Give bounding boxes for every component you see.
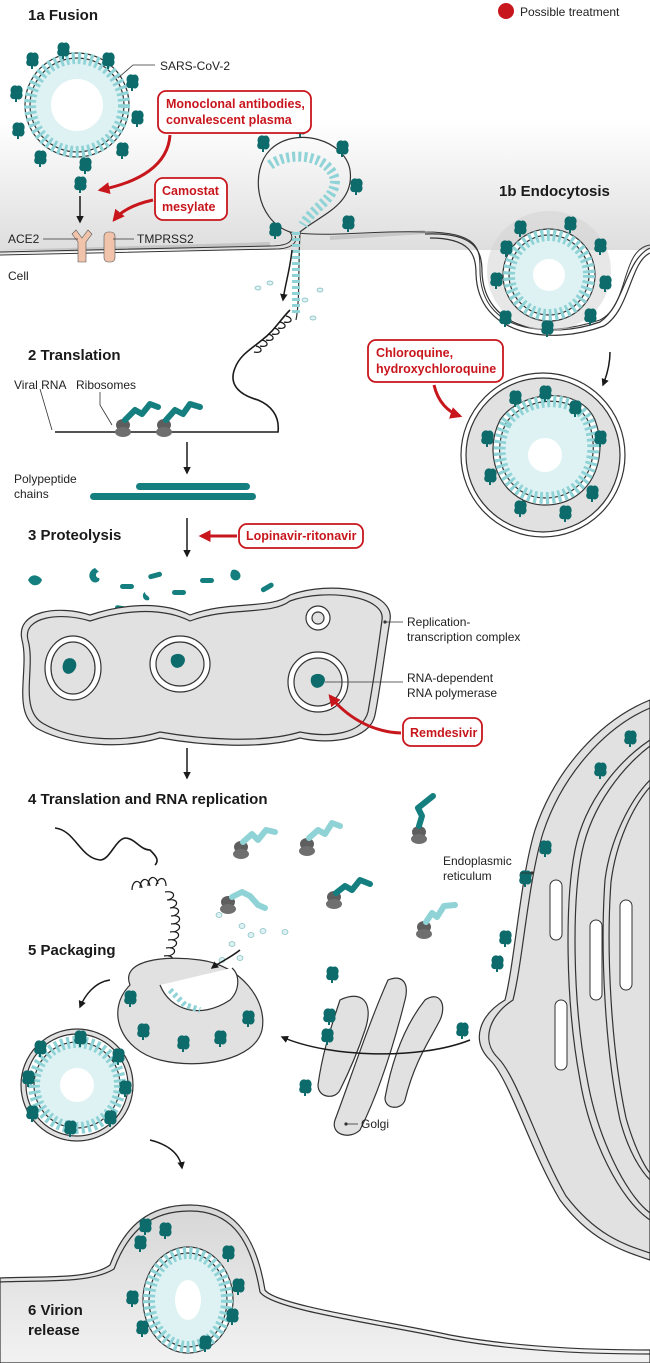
virion-late-endosome: [460, 372, 626, 538]
er-label-1: Endoplasmic: [443, 854, 512, 868]
ace2-label: ACE2: [8, 232, 40, 246]
rna-helix: [131, 876, 181, 981]
step-1a-title: 1a Fusion: [28, 7, 98, 24]
treatment-antibodies-line2: convalescent plasma: [166, 113, 293, 127]
arrow-rna-release: [280, 249, 293, 302]
treatment-camostat: Camostat mesylate: [112, 177, 228, 222]
arrow-endosome: [601, 351, 611, 387]
polypeptide-chain-1: [136, 483, 250, 490]
rtc-label-2: transcription complex: [407, 630, 520, 644]
ace2-receptor: [71, 229, 93, 263]
virion-fusion: [10, 42, 144, 193]
step-6-title-line2: release: [28, 1322, 80, 1339]
er-label-2: reticulum: [443, 869, 492, 883]
treatment-chloroquine-arrow: [432, 384, 463, 419]
treatment-chloroquine-line2: hydroxychloroquine: [376, 362, 496, 376]
virion-fusing: [257, 120, 363, 321]
virion-mature: [20, 1028, 134, 1142]
treatment-camostat-line2: mesylate: [162, 200, 216, 214]
rdrp-label-1: RNA-dependent: [407, 671, 494, 685]
cell-label: Cell: [8, 269, 29, 283]
virus-label: SARS-CoV-2: [160, 59, 230, 73]
free-ribosomes: [220, 793, 458, 939]
treatment-chloroquine-line1: Chloroquine,: [376, 346, 453, 360]
golgi-label: Golgi: [361, 1117, 389, 1131]
virion-endosome: [490, 216, 612, 337]
arrow-vesicle-to-virion: [78, 979, 111, 1009]
treatment-chloroquine: Chloroquine, hydroxychloroquine: [367, 339, 504, 419]
replication-transcription-complex: [20, 587, 391, 746]
step-4-title: 4 Translation and RNA replication: [28, 791, 268, 808]
treatment-lopinavir: Lopinavir-ritonavir: [198, 523, 364, 549]
step-6-title-line1: 6 Virion: [28, 1302, 83, 1319]
treatment-camostat-line1: Camostat: [162, 184, 220, 198]
legend-treatment-dot: [498, 3, 514, 19]
treatment-lopinavir-label: Lopinavir-ritonavir: [246, 529, 357, 543]
rna-coil-step4: [54, 827, 158, 866]
treatment-camostat-arrow: [112, 198, 154, 222]
ribosomes-label: Ribosomes: [76, 378, 136, 392]
step-5-title: 5 Packaging: [28, 942, 116, 959]
arrow-er-to-vesicle: [280, 1035, 471, 1055]
treatment-remdesivir: Remdesivir: [328, 694, 483, 747]
legend-label: Possible treatment: [520, 5, 620, 19]
packaging-vesicle: [117, 957, 264, 1065]
tmprss2-label: TMPRSS2: [137, 232, 194, 246]
arrow-to-release: [149, 1139, 185, 1170]
treatment-antibodies-line1: Monoclonal antibodies,: [166, 97, 305, 111]
rdrp-label-2: RNA polymerase: [407, 686, 497, 700]
polypeptide-label-2: chains: [14, 487, 49, 501]
virus-label-leader: [117, 64, 155, 79]
treatment-antibodies: Monoclonal antibodies, convalescent plas…: [97, 90, 312, 194]
step-3-title: 3 Proteolysis: [28, 527, 121, 544]
tmprss2-receptor: [103, 231, 116, 263]
polypeptide-chain-2: [90, 493, 256, 500]
arrow-into-vesicle: [210, 949, 241, 969]
protein-fragments: [28, 568, 274, 612]
treatment-remdesivir-label: Remdesivir: [410, 726, 478, 740]
treatment-remdesivir-arrow: [328, 694, 402, 735]
treatment-antibodies-arrow: [97, 134, 172, 194]
step-1b-title: 1b Endocytosis: [499, 183, 610, 200]
viral-rna-label: Viral RNA: [14, 378, 66, 392]
rna-particles: [215, 912, 289, 963]
polypeptide-label-1: Polypeptide: [14, 472, 77, 486]
endoplasmic-reticulum: [456, 699, 650, 1261]
rna-fragments: [254, 280, 324, 321]
virion-budding: [126, 1218, 245, 1354]
rtc-label-1: Replication-: [407, 615, 470, 629]
step-2-title: 2 Translation: [28, 347, 121, 364]
viral-rna-coil: [55, 309, 291, 433]
